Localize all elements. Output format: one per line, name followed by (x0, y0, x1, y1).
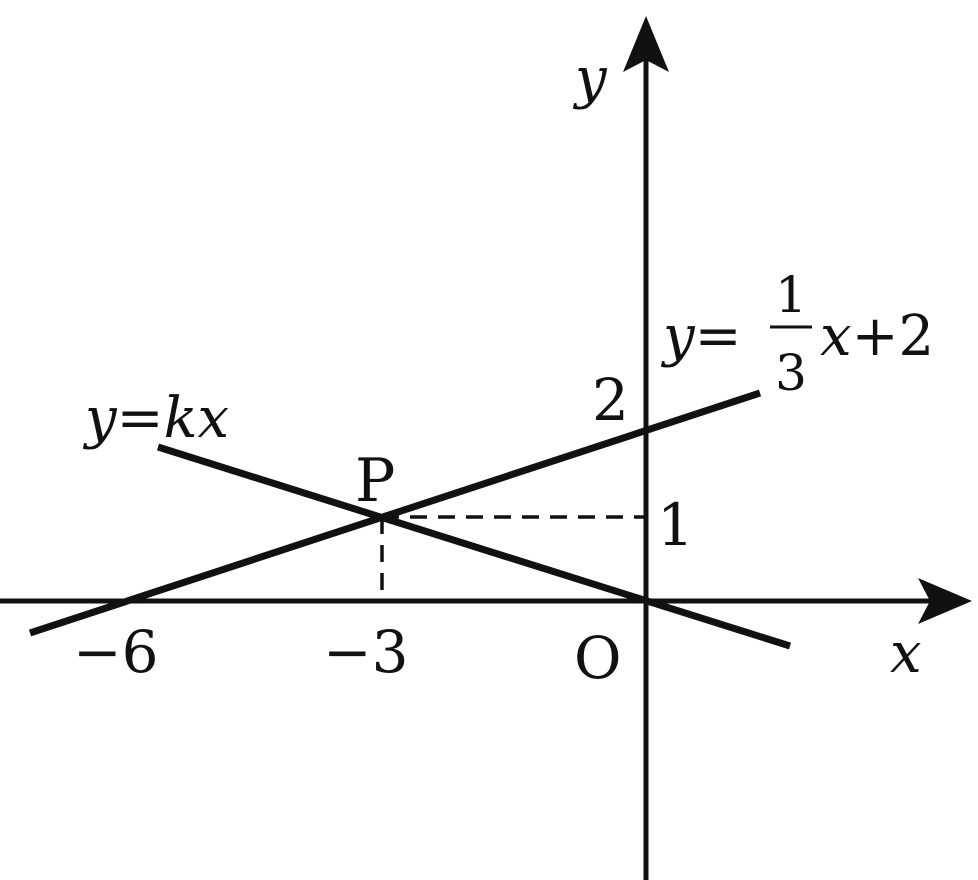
line-kx-label-eq: = (117, 386, 164, 451)
line-linear-label-rest: x+2 (820, 304, 934, 369)
line-kx-label: y=kx (82, 386, 229, 451)
line-linear-label-y: y (660, 304, 696, 369)
line-linear-label-eq: = (695, 304, 742, 369)
line-kx-label-k: k (164, 386, 198, 451)
y-axis-arrow (623, 16, 669, 72)
tick-label-x-neg3: −3 (323, 618, 409, 686)
tick-label-x-neg6: −6 (73, 618, 159, 686)
x-axis-arrow (918, 578, 972, 624)
line-linear-label-plus: + (852, 304, 899, 369)
y-axis-label: y (572, 46, 608, 111)
tick-label-y-1: 1 (657, 491, 694, 559)
line-linear-label-y-eq: y= (660, 304, 742, 369)
point-p-label: P (355, 446, 395, 516)
line-linear-label-const: 2 (899, 304, 935, 369)
tick-label-y-2: 2 (592, 366, 629, 434)
origin-label: O (574, 624, 622, 692)
line-kx-label-x: x (198, 386, 230, 451)
line-kx-label-y: y (82, 386, 118, 451)
line-y-equals-third-x-plus-2 (28, 389, 762, 637)
line-y-equals-kx (156, 443, 792, 650)
x-axis-label: x (890, 621, 922, 686)
line-linear-label-x: x (820, 304, 852, 369)
fraction-numerator: 1 (775, 266, 807, 324)
fraction-denominator: 3 (775, 344, 807, 402)
